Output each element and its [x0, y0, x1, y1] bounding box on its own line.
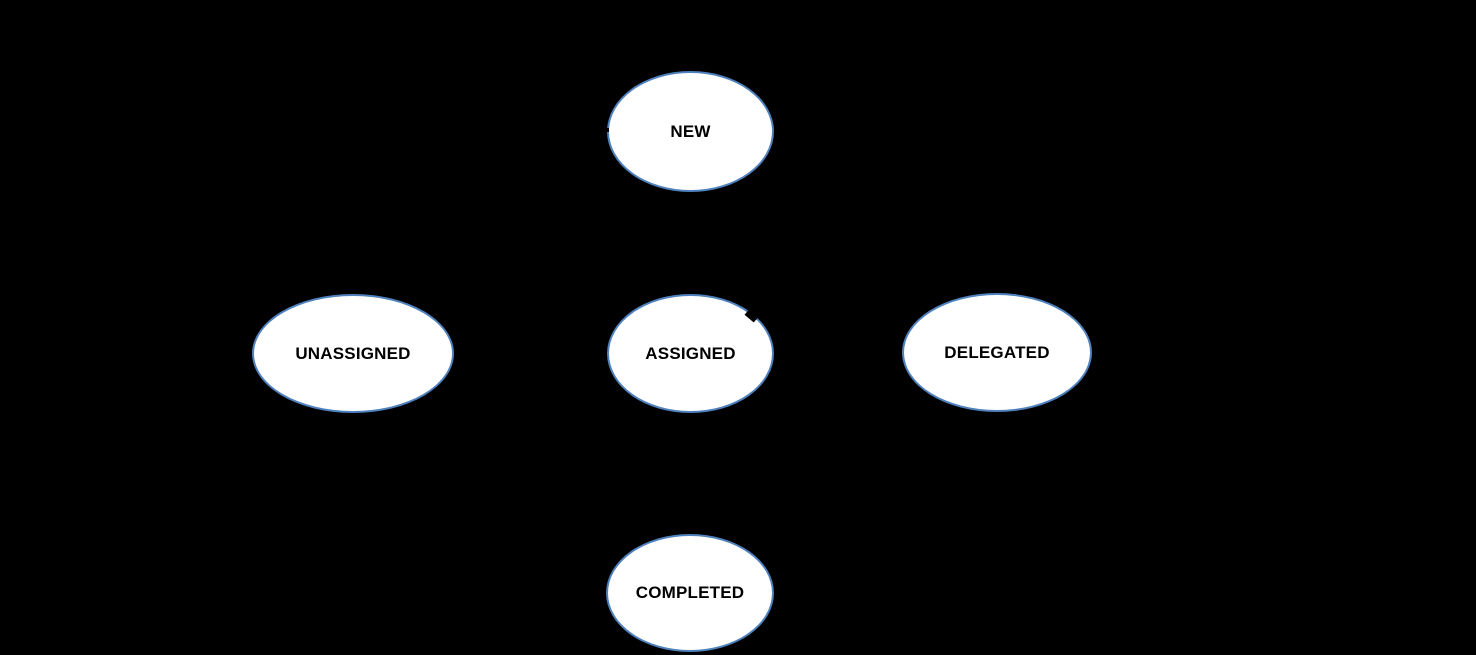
arrowhead-artifact-new [601, 128, 609, 132]
state-node-label: DELEGATED [944, 342, 1050, 362]
state-node-unassigned: UNASSIGNED [252, 294, 454, 413]
state-node-new: NEW [607, 71, 774, 192]
state-node-label: COMPLETED [635, 583, 745, 602]
state-node-completed: COMPLETED [606, 534, 774, 652]
state-node-label: ASSIGNED [645, 343, 736, 363]
state-node-label: UNASSIGNED [295, 343, 411, 363]
state-node-label: NEW [670, 121, 711, 141]
state-node-delegated: DELEGATED [902, 293, 1092, 412]
